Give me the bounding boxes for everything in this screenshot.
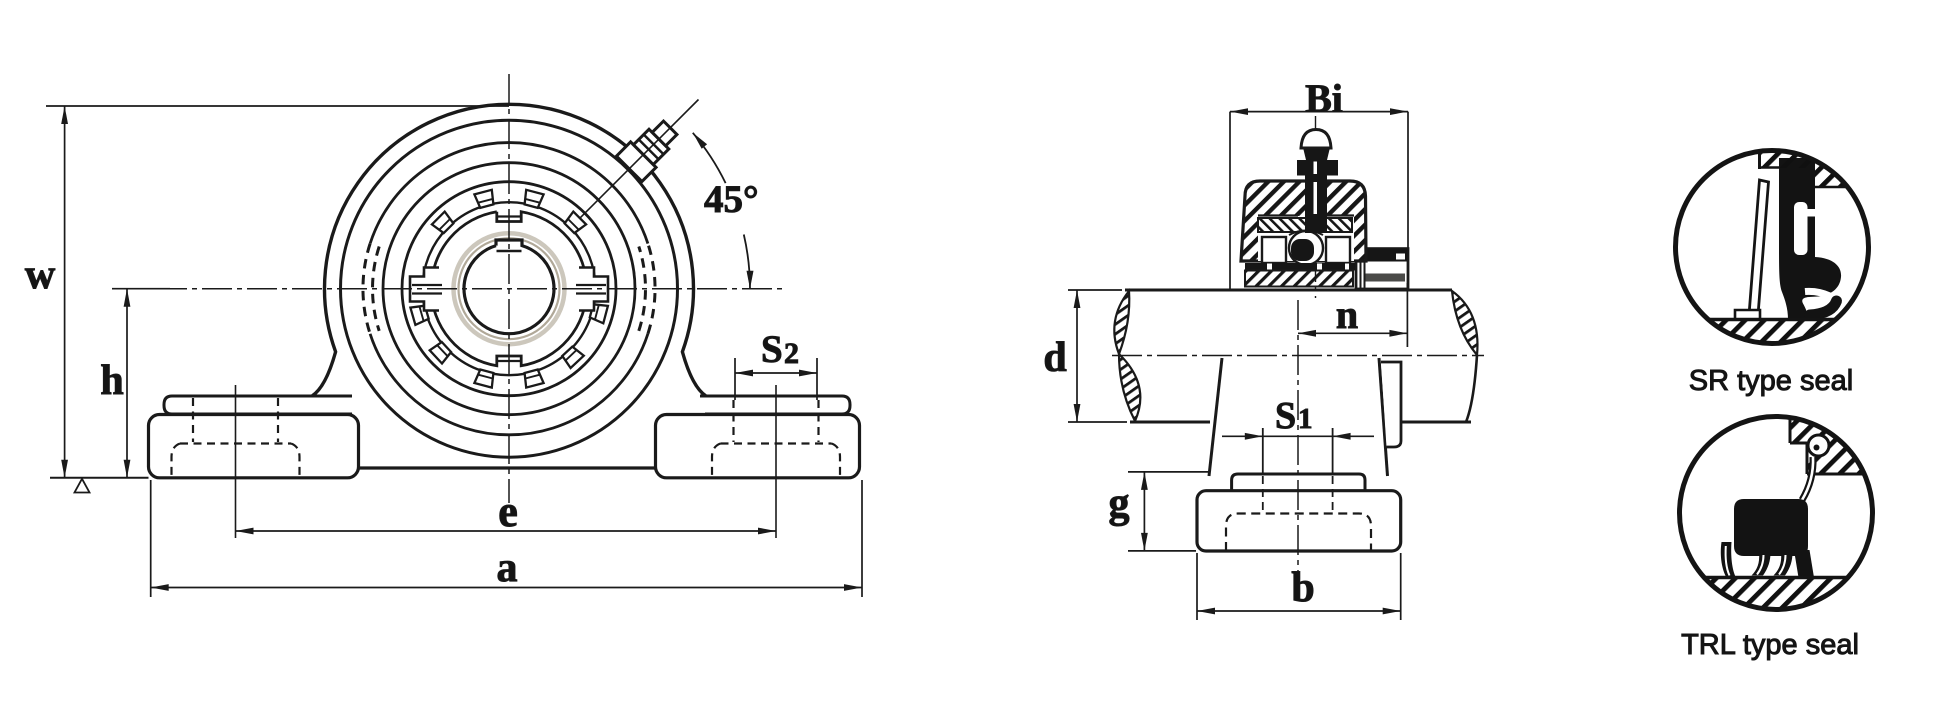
svg-text:w: w xyxy=(25,252,56,298)
svg-text:1: 1 xyxy=(1298,403,1313,435)
svg-text:Bi: Bi xyxy=(1305,76,1343,121)
svg-text:h: h xyxy=(100,358,123,404)
svg-text:TRL type seal: TRL type seal xyxy=(1681,629,1859,661)
svg-text:45°: 45° xyxy=(704,178,759,221)
svg-text:SR type seal: SR type seal xyxy=(1689,365,1853,397)
svg-text:2: 2 xyxy=(784,337,799,370)
svg-text:e: e xyxy=(498,487,518,536)
svg-text:g: g xyxy=(1109,481,1130,527)
svg-text:b: b xyxy=(1291,565,1314,611)
svg-text:S: S xyxy=(761,328,783,371)
svg-text:n: n xyxy=(1336,292,1358,337)
svg-text:S: S xyxy=(1275,395,1296,437)
svg-text:a: a xyxy=(497,545,518,591)
svg-text:d: d xyxy=(1043,335,1066,381)
